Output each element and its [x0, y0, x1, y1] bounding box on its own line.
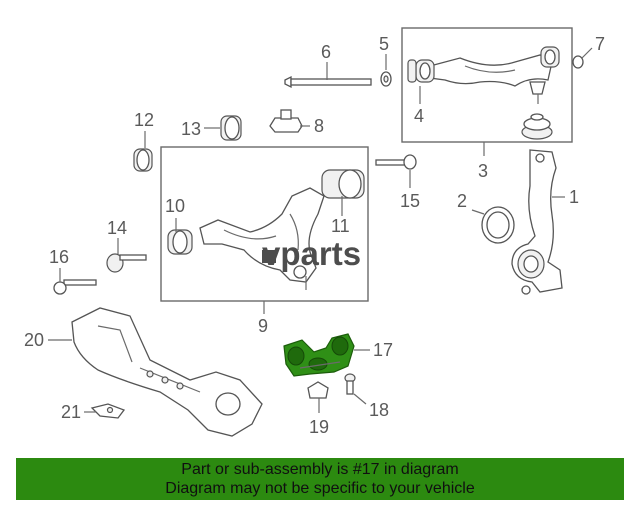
- callout-numbers: 1 2 3 4 5 6 7 8 9 10 11 12 13 15 14 16 1…: [24, 34, 605, 437]
- long-bolt-6[interactable]: [284, 75, 372, 89]
- callout-9: 9: [258, 316, 268, 336]
- callout-15: 15: [400, 191, 420, 211]
- mount-8[interactable]: [269, 109, 303, 133]
- bolt-15[interactable]: [375, 154, 417, 170]
- callout-21: 21: [61, 402, 81, 422]
- callout-3: 3: [478, 161, 488, 181]
- cap-19[interactable]: [307, 381, 329, 399]
- ball-joint-boot[interactable]: [521, 113, 553, 140]
- callout-11: 11: [331, 216, 350, 236]
- bushing-11[interactable]: [321, 169, 365, 199]
- nut-7[interactable]: [572, 55, 584, 69]
- banner-line-1: Part or sub-assembly is #17 in diagram: [181, 461, 459, 478]
- callout-20: 20: [24, 330, 44, 350]
- part-info-banner: Part or sub-assembly is #17 in diagram D…: [16, 458, 624, 500]
- bushing-13[interactable]: [220, 115, 242, 141]
- callout-13: 13: [181, 119, 201, 139]
- callout-5: 5: [379, 34, 389, 54]
- callout-7: 7: [595, 34, 605, 54]
- watermark-text: vparts: [262, 235, 361, 272]
- upper-arm-group-box: [401, 27, 573, 143]
- bolt-16[interactable]: [53, 279, 97, 295]
- steering-knuckle[interactable]: [511, 149, 563, 295]
- bushing-10[interactable]: [167, 229, 193, 255]
- callout-12: 12: [134, 110, 154, 130]
- callout-2: 2: [457, 191, 467, 211]
- watermark-logo-mark: [262, 250, 276, 263]
- callout-14: 14: [107, 218, 127, 238]
- dust-seal-ring[interactable]: [481, 206, 515, 244]
- callout-8: 8: [314, 116, 324, 136]
- callout-16: 16: [49, 247, 69, 267]
- callout-1: 1: [569, 187, 579, 207]
- bushing-4[interactable]: [407, 59, 417, 83]
- callout-18: 18: [369, 400, 389, 420]
- bushing-12[interactable]: [133, 148, 153, 172]
- callout-19: 19: [309, 417, 329, 437]
- bolt-18[interactable]: [344, 373, 356, 395]
- highlighted-part-17-bracket[interactable]: [283, 333, 355, 377]
- crossmember-20[interactable]: [71, 307, 263, 437]
- exploded-parts-diagram: vparts 1: [24, 27, 605, 437]
- lower-control-arm[interactable]: [199, 187, 325, 290]
- callout-4: 4: [414, 106, 424, 126]
- cam-bolt-14[interactable]: [106, 253, 147, 273]
- banner-line-2: Diagram may not be specific to your vehi…: [165, 480, 475, 497]
- upper-control-arm[interactable]: [415, 46, 560, 104]
- washer-5[interactable]: [380, 71, 392, 87]
- bracket-21[interactable]: [90, 403, 126, 419]
- callout-6: 6: [321, 42, 331, 62]
- leader-lines: [48, 47, 593, 413]
- callout-17: 17: [373, 340, 393, 360]
- vparts-watermark: vparts: [262, 235, 361, 272]
- callout-10: 10: [165, 196, 185, 216]
